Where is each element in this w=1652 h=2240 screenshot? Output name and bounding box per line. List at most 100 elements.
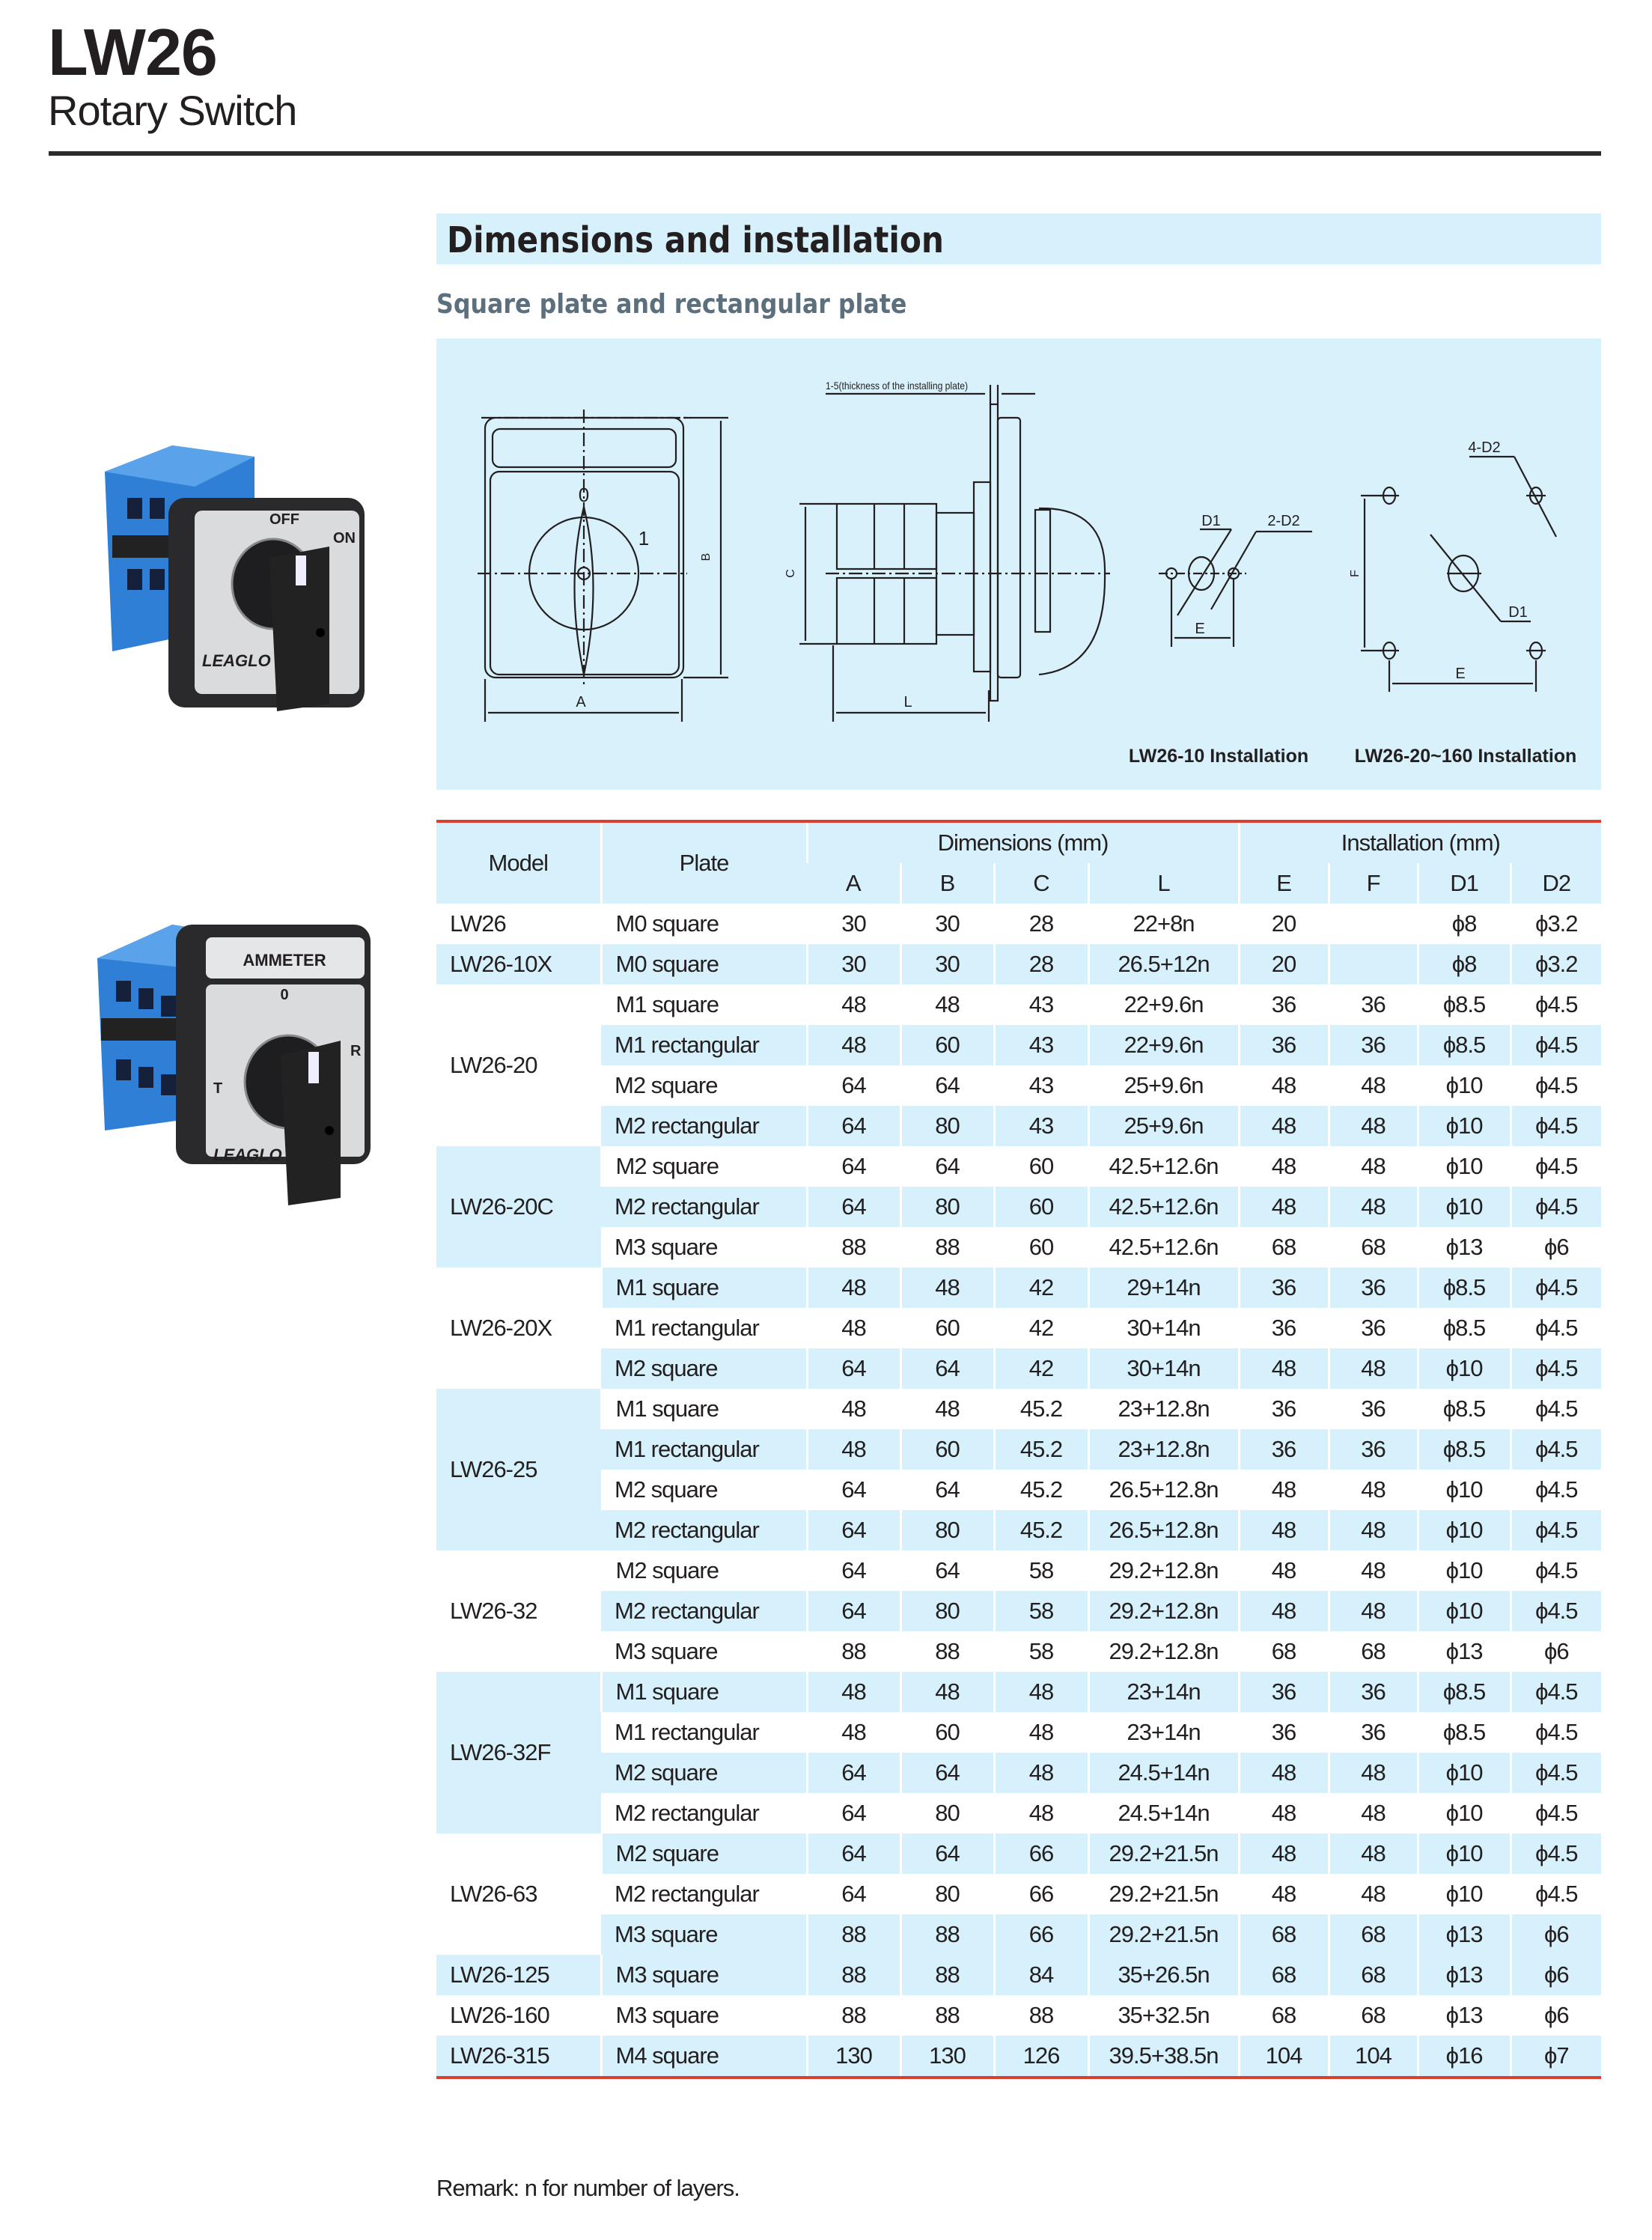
d1-cell: ϕ10 bbox=[1416, 1146, 1511, 1187]
b-cell: 64 bbox=[899, 1348, 994, 1389]
model-cell: LW26-32 bbox=[436, 1550, 601, 1672]
d2-cell: ϕ4.5 bbox=[1509, 984, 1602, 1025]
e-cell: 48 bbox=[1237, 1348, 1329, 1389]
d1-cell: ϕ10 bbox=[1416, 1874, 1511, 1914]
b-cell: 88 bbox=[899, 1227, 994, 1267]
plate-cell: M2 square bbox=[600, 1146, 807, 1187]
d2-cell: ϕ4.5 bbox=[1509, 1429, 1602, 1470]
l-cell: 22+9.6n bbox=[1087, 1025, 1240, 1065]
d1-cell: ϕ8.5 bbox=[1416, 1429, 1511, 1470]
d1-cell: ϕ10 bbox=[1416, 1753, 1511, 1793]
plate-cell: M3 square bbox=[615, 1921, 718, 1947]
plate-cell: M3 square bbox=[600, 1995, 807, 2036]
e-cell: 48 bbox=[1237, 1187, 1329, 1227]
label-d1-20: D1 bbox=[1508, 604, 1528, 621]
c-cell: 66 bbox=[993, 1833, 1088, 1874]
label-e-10: E bbox=[1195, 621, 1204, 637]
brand-logo: LEAGLO bbox=[213, 1145, 282, 1164]
c-cell: 45.2 bbox=[993, 1389, 1088, 1429]
e-cell: 48 bbox=[1237, 1470, 1329, 1510]
c-cell: 42 bbox=[993, 1348, 1088, 1389]
c-cell: 28 bbox=[993, 944, 1088, 984]
f-cell: 48 bbox=[1327, 1065, 1418, 1106]
d1-cell: ϕ8.5 bbox=[1416, 1712, 1511, 1753]
d2-cell: ϕ4.5 bbox=[1509, 1672, 1602, 1712]
model-cell: LW26-160 bbox=[436, 1995, 601, 2036]
column-header-d2: D2 bbox=[1509, 863, 1602, 904]
f-cell: 68 bbox=[1327, 1955, 1418, 1995]
a-cell: 88 bbox=[805, 1995, 900, 2036]
l-cell: 35+32.5n bbox=[1087, 1995, 1240, 2036]
a-cell: 64 bbox=[805, 1833, 900, 1874]
b-cell: 88 bbox=[899, 1914, 994, 1955]
f-cell: 48 bbox=[1327, 1348, 1418, 1389]
l-cell: 42.5+12.6n bbox=[1087, 1146, 1240, 1187]
front-view bbox=[478, 410, 728, 722]
a-cell: 30 bbox=[805, 944, 900, 984]
dimension-label-b: B bbox=[700, 553, 713, 561]
column-header-plate: Plate bbox=[600, 820, 807, 904]
d1-cell: ϕ10 bbox=[1416, 1793, 1511, 1833]
d2-cell: ϕ4.5 bbox=[1509, 1146, 1602, 1187]
b-cell: 88 bbox=[899, 1955, 994, 1995]
d1-cell: ϕ8 bbox=[1416, 944, 1511, 984]
label-4-d2: 4-D2 bbox=[1468, 439, 1500, 456]
e-cell: 20 bbox=[1237, 904, 1329, 944]
l-cell: 22+9.6n bbox=[1087, 984, 1240, 1025]
column-header-a: A bbox=[807, 863, 900, 904]
a-cell: 48 bbox=[805, 1712, 900, 1753]
a-cell: 88 bbox=[805, 1227, 900, 1267]
d2-cell: ϕ4.5 bbox=[1509, 1348, 1602, 1389]
f-cell: 48 bbox=[1327, 1146, 1418, 1187]
b-cell: 80 bbox=[899, 1510, 994, 1550]
plate-cell: M3 square bbox=[615, 1638, 718, 1664]
b-cell: 60 bbox=[899, 1308, 994, 1348]
e-cell: 48 bbox=[1237, 1550, 1329, 1591]
plate-cell: M2 rectangular bbox=[615, 1881, 760, 1907]
f-cell bbox=[1327, 944, 1418, 984]
d1-cell: ϕ8.5 bbox=[1416, 984, 1511, 1025]
d1-cell: ϕ10 bbox=[1416, 1106, 1511, 1146]
f-cell: 48 bbox=[1327, 1187, 1418, 1227]
dimension-diagram: 0 1 B A C L 1-5(thickness of the install… bbox=[436, 338, 1601, 790]
dimension-label-c: C bbox=[784, 569, 797, 578]
a-cell: 88 bbox=[805, 1631, 900, 1672]
d2-cell: ϕ4.5 bbox=[1509, 1308, 1602, 1348]
d2-cell: ϕ4.5 bbox=[1509, 1470, 1602, 1510]
e-cell: 48 bbox=[1237, 1833, 1329, 1874]
plate-cell: M2 square bbox=[600, 1833, 807, 1874]
l-cell: 29+14n bbox=[1087, 1267, 1240, 1308]
c-cell: 88 bbox=[993, 1995, 1088, 2036]
d2-cell: ϕ4.5 bbox=[1509, 1187, 1602, 1227]
rotary-switch-photo-ammeter: AMMETER 0 T R LEAGLO bbox=[97, 925, 371, 1205]
f-cell: 48 bbox=[1327, 1753, 1418, 1793]
d2-cell: ϕ3.2 bbox=[1509, 904, 1602, 944]
a-cell: 64 bbox=[805, 1550, 900, 1591]
c-cell: 60 bbox=[993, 1187, 1088, 1227]
d2-cell: ϕ6 bbox=[1509, 1955, 1602, 1995]
d2-cell: ϕ4.5 bbox=[1509, 1874, 1602, 1914]
e-cell: 36 bbox=[1237, 1429, 1329, 1470]
column-header-l: L bbox=[1087, 863, 1240, 904]
b-cell: 30 bbox=[899, 904, 994, 944]
a-cell: 88 bbox=[805, 1955, 900, 1995]
d1-cell: ϕ10 bbox=[1416, 1591, 1511, 1631]
plate-cell: M1 rectangular bbox=[615, 1032, 760, 1058]
l-cell: 22+8n bbox=[1087, 904, 1240, 944]
plate-cell: M0 square bbox=[600, 904, 807, 944]
photo-label-off: OFF bbox=[269, 511, 299, 528]
d1-cell: ϕ10 bbox=[1416, 1833, 1511, 1874]
c-cell: 43 bbox=[993, 1025, 1088, 1065]
c-cell: 43 bbox=[993, 1065, 1088, 1106]
f-cell: 36 bbox=[1327, 1308, 1418, 1348]
d1-cell: ϕ8.5 bbox=[1416, 1267, 1511, 1308]
b-cell: 48 bbox=[899, 1672, 994, 1712]
b-cell: 64 bbox=[899, 1753, 994, 1793]
c-cell: 66 bbox=[993, 1914, 1088, 1955]
